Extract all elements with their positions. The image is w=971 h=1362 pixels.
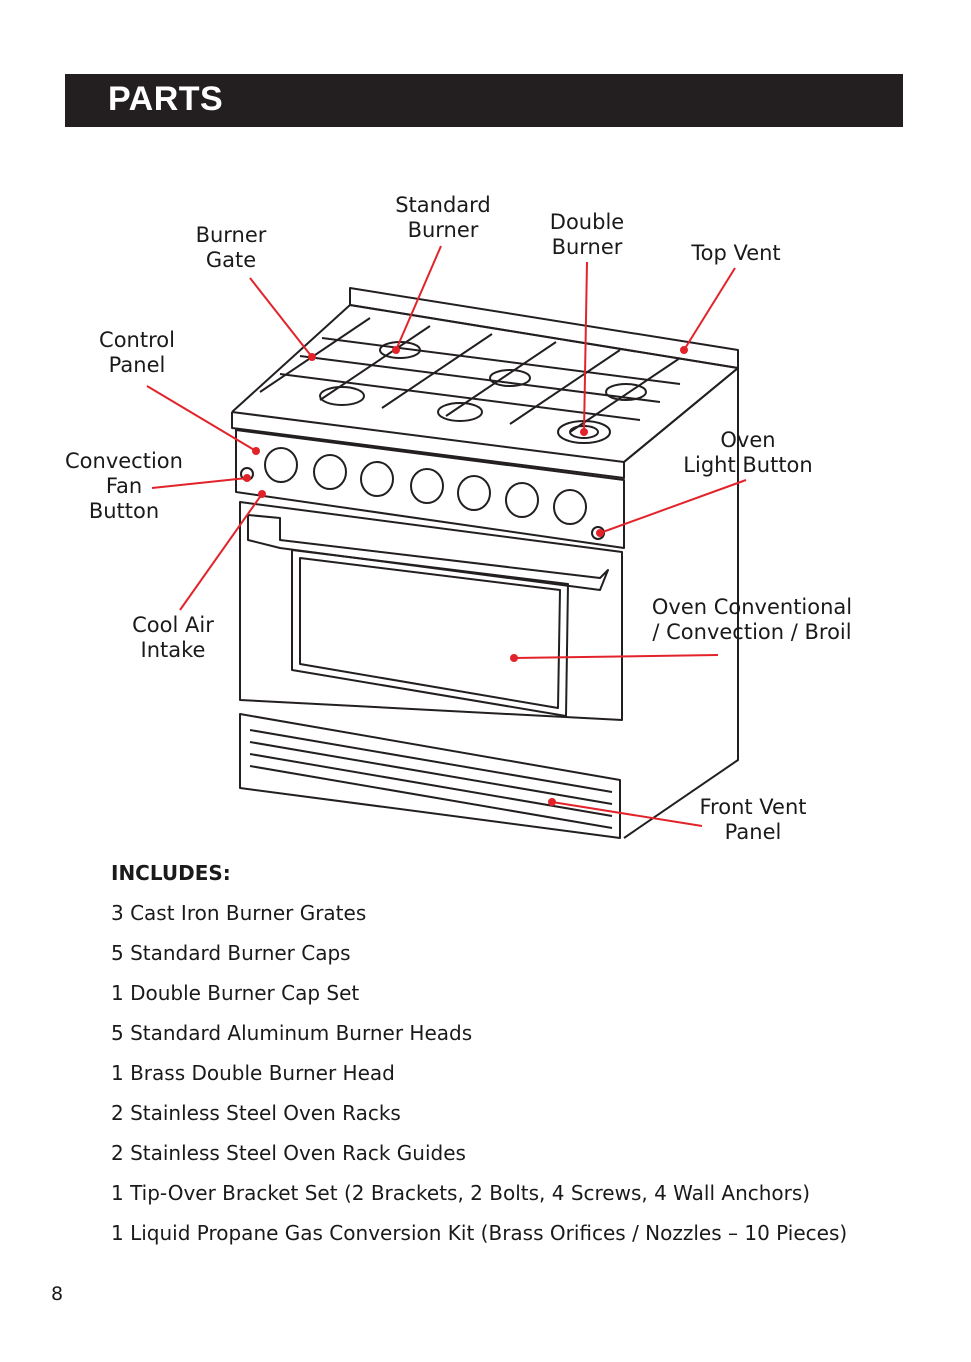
oven-window — [291, 549, 569, 717]
label-control-panel: Control Panel — [99, 328, 175, 377]
label-oven-mode: Oven Conventional / Convection / Broil — [651, 595, 853, 644]
side-panel — [623, 367, 739, 839]
front-vent — [239, 713, 621, 839]
door-handle — [247, 514, 609, 591]
includes-item: 5 Standard Aluminum Burner Heads — [111, 1021, 473, 1045]
section-banner: PARTS — [65, 74, 903, 127]
includes-item: 1 Tip-Over Bracket Set (2 Brackets, 2 Bo… — [111, 1181, 811, 1205]
includes-item: 2 Stainless Steel Oven Racks — [111, 1101, 401, 1125]
knob — [553, 489, 587, 525]
label-cool-air-intake: Cool Air Intake — [132, 613, 214, 662]
includes-item: 2 Stainless Steel Oven Rack Guides — [111, 1141, 466, 1165]
burner — [605, 383, 647, 401]
includes-item: 1 Liquid Propane Gas Conversion Kit (Bra… — [111, 1221, 848, 1245]
label-front-vent-panel: Front Vent Panel — [699, 795, 807, 844]
label-top-vent: Top Vent — [691, 241, 781, 265]
includes-item: 5 Standard Burner Caps — [111, 941, 351, 965]
knob — [313, 454, 347, 490]
knob — [360, 461, 394, 497]
label-burner-gate: Burner Gate — [195, 223, 267, 272]
includes-section: INCLUDES: 3 Cast Iron Burner Grates 5 St… — [111, 860, 847, 1260]
label-convection-fan-button: Convection Fan Button — [65, 449, 183, 523]
burner — [437, 402, 483, 422]
page-number: 8 — [51, 1283, 64, 1305]
burner — [489, 369, 531, 387]
includes-item: 1 Double Burner Cap Set — [111, 981, 360, 1005]
knob — [410, 468, 444, 504]
includes-title: INCLUDES: — [111, 861, 231, 885]
includes-list: 3 Cast Iron Burner Grates 5 Standard Bur… — [111, 900, 847, 1260]
label-standard-burner: Standard Burner — [395, 193, 491, 242]
label-double-burner: Double Burner — [549, 210, 625, 259]
range-diagram — [146, 245, 747, 839]
knob — [264, 447, 298, 483]
section-title: PARTS — [108, 80, 224, 118]
knob — [505, 482, 539, 518]
knob — [457, 475, 491, 511]
includes-item: 1 Brass Double Burner Head — [111, 1061, 395, 1085]
control-panel — [235, 429, 625, 549]
burner — [319, 386, 365, 406]
includes-item: 3 Cast Iron Burner Grates — [111, 901, 367, 925]
label-oven-light-button: Oven Light Button — [683, 428, 813, 477]
top-vent-strip — [349, 287, 739, 369]
oven-door — [239, 501, 623, 721]
